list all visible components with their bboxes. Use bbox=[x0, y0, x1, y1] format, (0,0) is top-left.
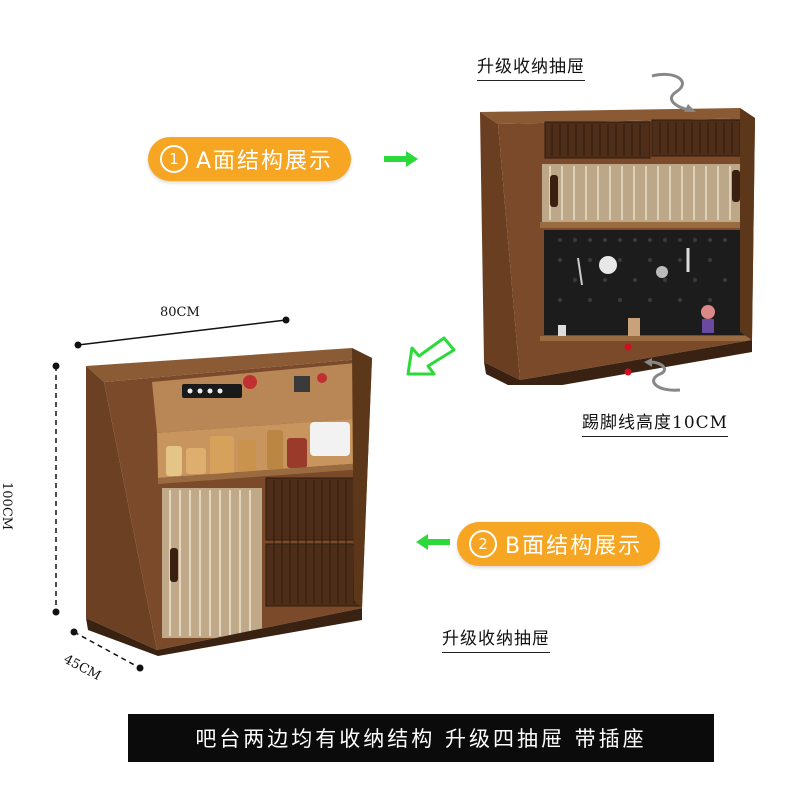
b-side-label-text: B面结构展示 bbox=[505, 534, 643, 559]
upgrade-drawer-caption-top: 升级收纳抽屉 bbox=[477, 52, 585, 81]
height-dimension-label: 100CM bbox=[0, 482, 14, 531]
width-dimension-label: 80CM bbox=[160, 305, 200, 320]
cabinet-b-image bbox=[86, 348, 372, 656]
circled-number-1: 1 bbox=[160, 145, 188, 173]
circled-number-2: 2 bbox=[469, 530, 497, 558]
arrow-left-icon bbox=[416, 534, 450, 550]
kickboard-height-caption: 踢脚线高度10CM bbox=[582, 408, 729, 437]
cabinet-a-image bbox=[480, 108, 755, 385]
feature-banner: 吧台两边均有收纳结构 升级四抽屉 带插座 bbox=[128, 714, 714, 762]
a-side-label: 1 A面结构展示 bbox=[148, 137, 352, 181]
arrow-down-left-icon bbox=[406, 336, 456, 376]
upgrade-drawer-caption-bottom: 升级收纳抽屉 bbox=[442, 624, 550, 653]
arrow-right-icon bbox=[384, 151, 418, 167]
a-side-label-text: A面结构展示 bbox=[196, 149, 334, 174]
b-side-label: 2 B面结构展示 bbox=[457, 522, 661, 566]
curl-arrow-icon bbox=[644, 358, 681, 392]
curl-arrow-icon bbox=[651, 73, 696, 112]
